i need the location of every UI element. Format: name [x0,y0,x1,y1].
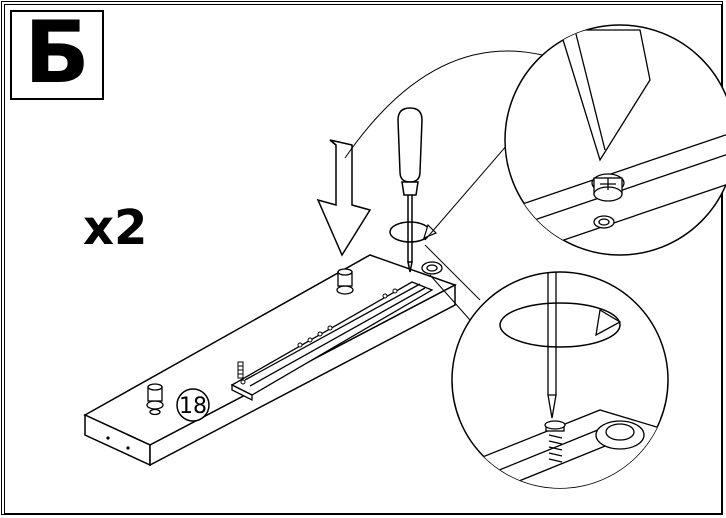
part-number-text: 18 [179,394,207,419]
down-arrow-icon [316,139,372,257]
slide-holes [240,288,398,385]
slide-end-screw [237,361,244,379]
rotate-arrowhead-large [595,308,622,337]
step-letter: Б [24,3,90,103]
leader-lines [344,50,561,321]
drawer-slide [230,281,434,402]
inner-frame [4,4,722,514]
edge-holes [106,436,130,450]
detail-circle-top [504,24,726,256]
rotate-arrowhead-small [423,223,438,240]
screw-hole-front [421,261,443,275]
quantity-label: x2 [83,200,148,256]
step-box: Б [10,10,104,100]
cam-fitting-right [336,268,354,295]
rotate-arrow-small-icon [389,221,431,243]
screwdriver-icon [397,107,423,273]
detail-circle-bottom [451,271,669,489]
board-panel [83,254,457,467]
part-number: 18 [176,388,210,422]
cam-fitting-left [146,383,164,416]
